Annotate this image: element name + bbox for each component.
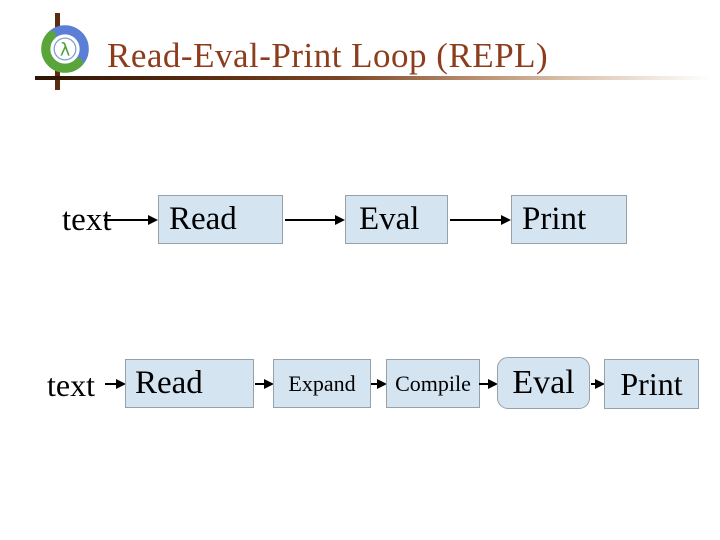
flow-arrow-icon bbox=[450, 215, 511, 225]
row2-expand-box: Expand bbox=[273, 359, 371, 408]
row2-input-label: text bbox=[47, 367, 95, 403]
row1-print-label: Print bbox=[522, 201, 587, 237]
row2-read-box: Read bbox=[125, 359, 254, 408]
row1-print-box: Print bbox=[511, 195, 627, 244]
row2-compile-box: Compile bbox=[386, 359, 480, 408]
row2-eval-box: Eval bbox=[497, 357, 590, 409]
flow-arrow-icon bbox=[105, 379, 126, 389]
flow-arrow-icon bbox=[285, 215, 345, 225]
row1-read-label: Read bbox=[169, 201, 237, 237]
row1-read-box: Read bbox=[158, 195, 283, 244]
page-title: Read-Eval-Print Loop (REPL) bbox=[107, 36, 549, 75]
row1-eval-label: Eval bbox=[359, 201, 420, 237]
row2-print-label: Print bbox=[620, 366, 683, 402]
title-underline-rule bbox=[35, 76, 711, 80]
row1-input-label: text bbox=[62, 202, 112, 238]
row2-print-box: Print bbox=[604, 359, 699, 409]
flow-arrow-icon bbox=[104, 215, 158, 225]
row2-read-label: Read bbox=[135, 365, 203, 401]
flow-arrow-icon bbox=[371, 379, 387, 389]
row1-eval-box: Eval bbox=[345, 195, 448, 244]
row2-compile-label: Compile bbox=[395, 370, 471, 396]
row2-expand-label: Expand bbox=[288, 370, 356, 396]
clojure-logo-icon: λ bbox=[41, 25, 89, 73]
row2-eval-label: Eval bbox=[512, 364, 575, 401]
flow-arrow-icon bbox=[255, 379, 274, 389]
flow-arrow-icon bbox=[591, 379, 605, 389]
flow-arrow-icon bbox=[479, 379, 498, 389]
svg-text:λ: λ bbox=[60, 41, 70, 61]
